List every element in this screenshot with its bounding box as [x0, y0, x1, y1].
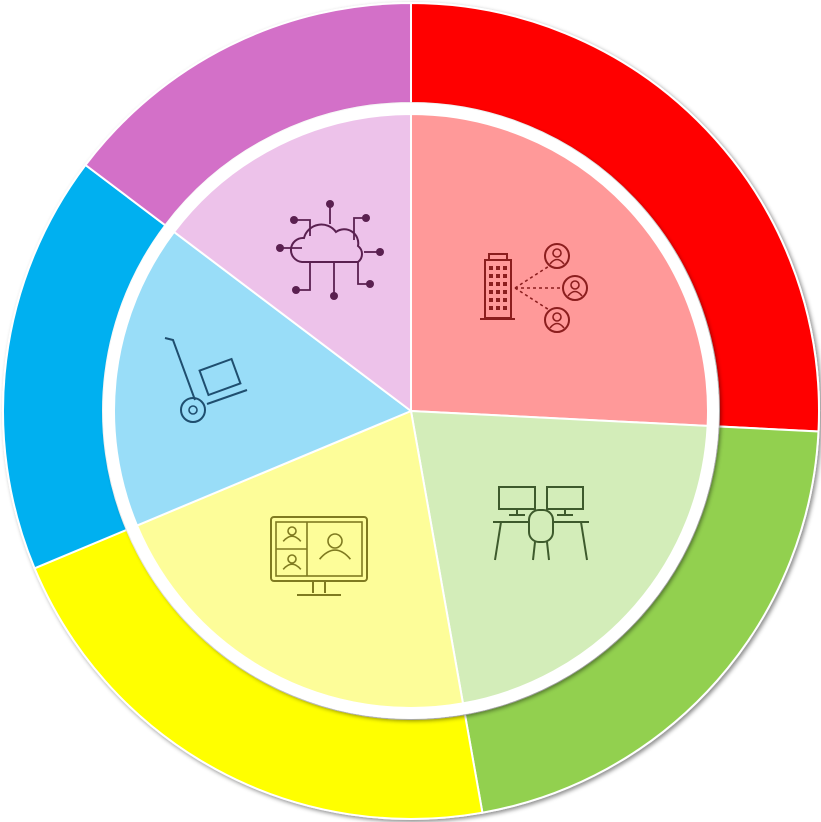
cloud-network-icon: [276, 200, 384, 300]
inner-segment-red: [410, 112, 709, 427]
hand-truck-icon: [164, 337, 248, 423]
inner-segment-yellow: [135, 409, 465, 709]
office-desks-chair-icon: [493, 486, 589, 561]
office-building-network-icon: [480, 243, 588, 333]
icons: [164, 200, 589, 596]
inner-segment-blue: [113, 230, 413, 527]
inner-segment-green: [409, 409, 709, 705]
inner-segment-purple: [172, 112, 412, 414]
video-conference-monitor-icon: [270, 516, 368, 596]
inner-pie: [113, 112, 709, 709]
